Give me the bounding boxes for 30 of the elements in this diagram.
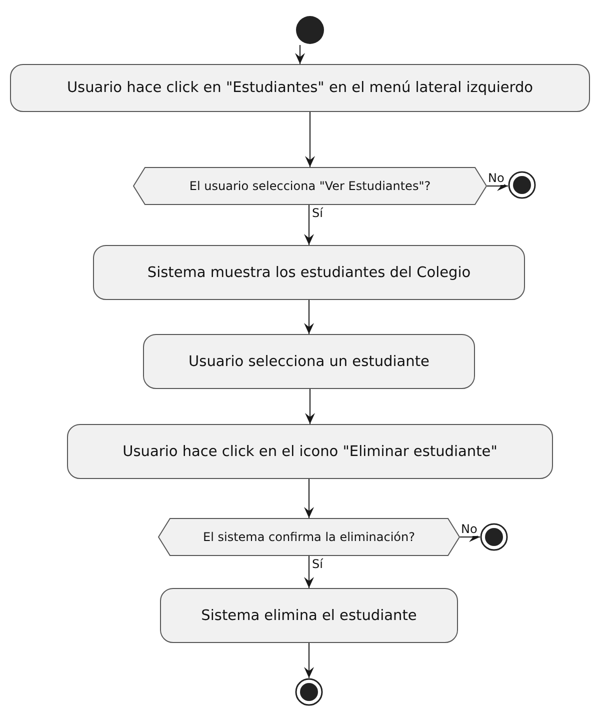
end-node — [480, 523, 508, 551]
action-text: Sistema elimina el estudiante — [201, 608, 417, 624]
edge-label: Sí — [312, 558, 323, 571]
action-box — [160, 588, 458, 643]
arrow — [304, 204, 314, 246]
decision-question: El usuario selecciona "Ver Estudiantes"? — [189, 179, 431, 193]
edge-label: Sí — [312, 207, 323, 220]
decision-question: El sistema confirma la eliminación? — [203, 530, 415, 544]
arrow — [305, 112, 315, 168]
arrow — [304, 478, 314, 518]
edge-label: No — [461, 523, 478, 536]
action-text: Usuario selecciona un estudiante — [188, 354, 430, 370]
action-text: Sistema muestra los estudiantes del Colegio — [147, 264, 471, 280]
arrow — [295, 44, 305, 64]
action-box — [10, 64, 590, 112]
action-text: Usuario hace click en "Estudiantes" en el menú lateral izquierdo — [66, 80, 534, 96]
start-node — [295, 15, 325, 45]
action-box — [143, 334, 475, 389]
arrow — [304, 300, 314, 334]
arrow — [305, 388, 315, 424]
end-node — [508, 171, 536, 199]
action-box — [67, 424, 553, 479]
edge-label: No — [488, 172, 504, 185]
end-node — [295, 678, 323, 706]
action-text: Usuario hace click en el icono "Eliminar estudiante" — [122, 444, 498, 460]
decision-hexagon — [133, 167, 487, 205]
action-box — [93, 245, 525, 300]
decision-hexagon — [158, 518, 460, 556]
arrow — [304, 556, 314, 588]
arrow — [304, 642, 314, 678]
